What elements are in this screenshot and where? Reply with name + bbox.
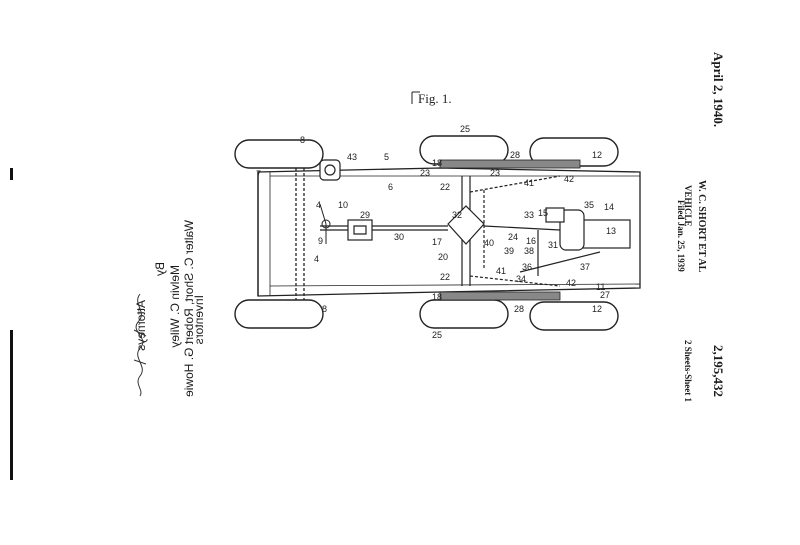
part-number-label: 25 bbox=[460, 124, 470, 134]
part-number-label: 23 bbox=[490, 168, 500, 178]
part-number-label: 40 bbox=[484, 238, 494, 248]
part-number-label: 41 bbox=[496, 266, 506, 276]
part-number-label: 41 bbox=[524, 178, 534, 188]
part-number-label: 28 bbox=[514, 304, 524, 314]
part-number-label: 13 bbox=[606, 226, 616, 236]
part-number-label: 4 bbox=[314, 254, 319, 264]
part-number-label: 33 bbox=[524, 210, 534, 220]
part-number-label: 7 bbox=[256, 169, 261, 179]
part-number-label: 25 bbox=[432, 330, 442, 340]
part-number-label: 6 bbox=[388, 182, 393, 192]
part-number-label: 31 bbox=[548, 240, 558, 250]
part-number-label: 24 bbox=[508, 232, 518, 242]
part-number-label: 37 bbox=[580, 262, 590, 272]
tire bbox=[234, 135, 619, 331]
part-number-label: 36 bbox=[522, 262, 532, 272]
part-number-label: 12 bbox=[592, 304, 602, 314]
binding-mark bbox=[10, 330, 13, 480]
attorney-signature bbox=[133, 293, 147, 397]
part-number-label: 42 bbox=[566, 278, 576, 288]
part-number-label: 18 bbox=[432, 292, 442, 302]
part-number-label: 14 bbox=[604, 202, 614, 212]
part-number-label: 4 bbox=[316, 200, 321, 210]
part-number-label: 8 bbox=[300, 135, 305, 145]
differential-housing bbox=[447, 205, 485, 245]
part-number-label: 22 bbox=[440, 272, 450, 282]
spring bbox=[439, 159, 581, 301]
part-number-label: 17 bbox=[432, 237, 442, 247]
part-number-label: 18 bbox=[432, 158, 442, 168]
part-number-label: 35 bbox=[584, 200, 594, 210]
part-number-label: 43 bbox=[347, 152, 357, 162]
part-number-label: 34 bbox=[516, 274, 526, 284]
part-number-label: 42 bbox=[564, 174, 574, 184]
part-29 bbox=[347, 219, 373, 241]
part-number-label: 27 bbox=[600, 290, 610, 300]
part-number-label: 9 bbox=[318, 236, 323, 246]
part-number-label: 38 bbox=[524, 246, 534, 256]
figure-label: Fig. 1. bbox=[411, 91, 452, 106]
part-number-label: 11 bbox=[596, 282, 605, 292]
part-number-label: 12 bbox=[592, 150, 602, 160]
part-number-label: 15 bbox=[538, 208, 548, 218]
part-number-label: 20 bbox=[438, 252, 448, 262]
part-number-label: 32 bbox=[452, 210, 462, 220]
part-35 bbox=[545, 207, 565, 223]
part-number-label: 28 bbox=[510, 150, 520, 160]
part-number-label: 8 bbox=[322, 304, 327, 314]
svg-text:Fig. 1.: Fig. 1. bbox=[418, 91, 452, 106]
part-number-label: 5 bbox=[384, 152, 389, 162]
part-number-label: 10 bbox=[338, 200, 348, 210]
part-number-label: 30 bbox=[394, 232, 404, 242]
part-number-label: 23 bbox=[420, 168, 430, 178]
binding-mark bbox=[10, 168, 13, 180]
part-number-label: 16 bbox=[526, 236, 536, 246]
part-number-label: 39 bbox=[504, 246, 514, 256]
part-number-label: 29 bbox=[360, 210, 370, 220]
part-number-label: 22 bbox=[440, 182, 450, 192]
